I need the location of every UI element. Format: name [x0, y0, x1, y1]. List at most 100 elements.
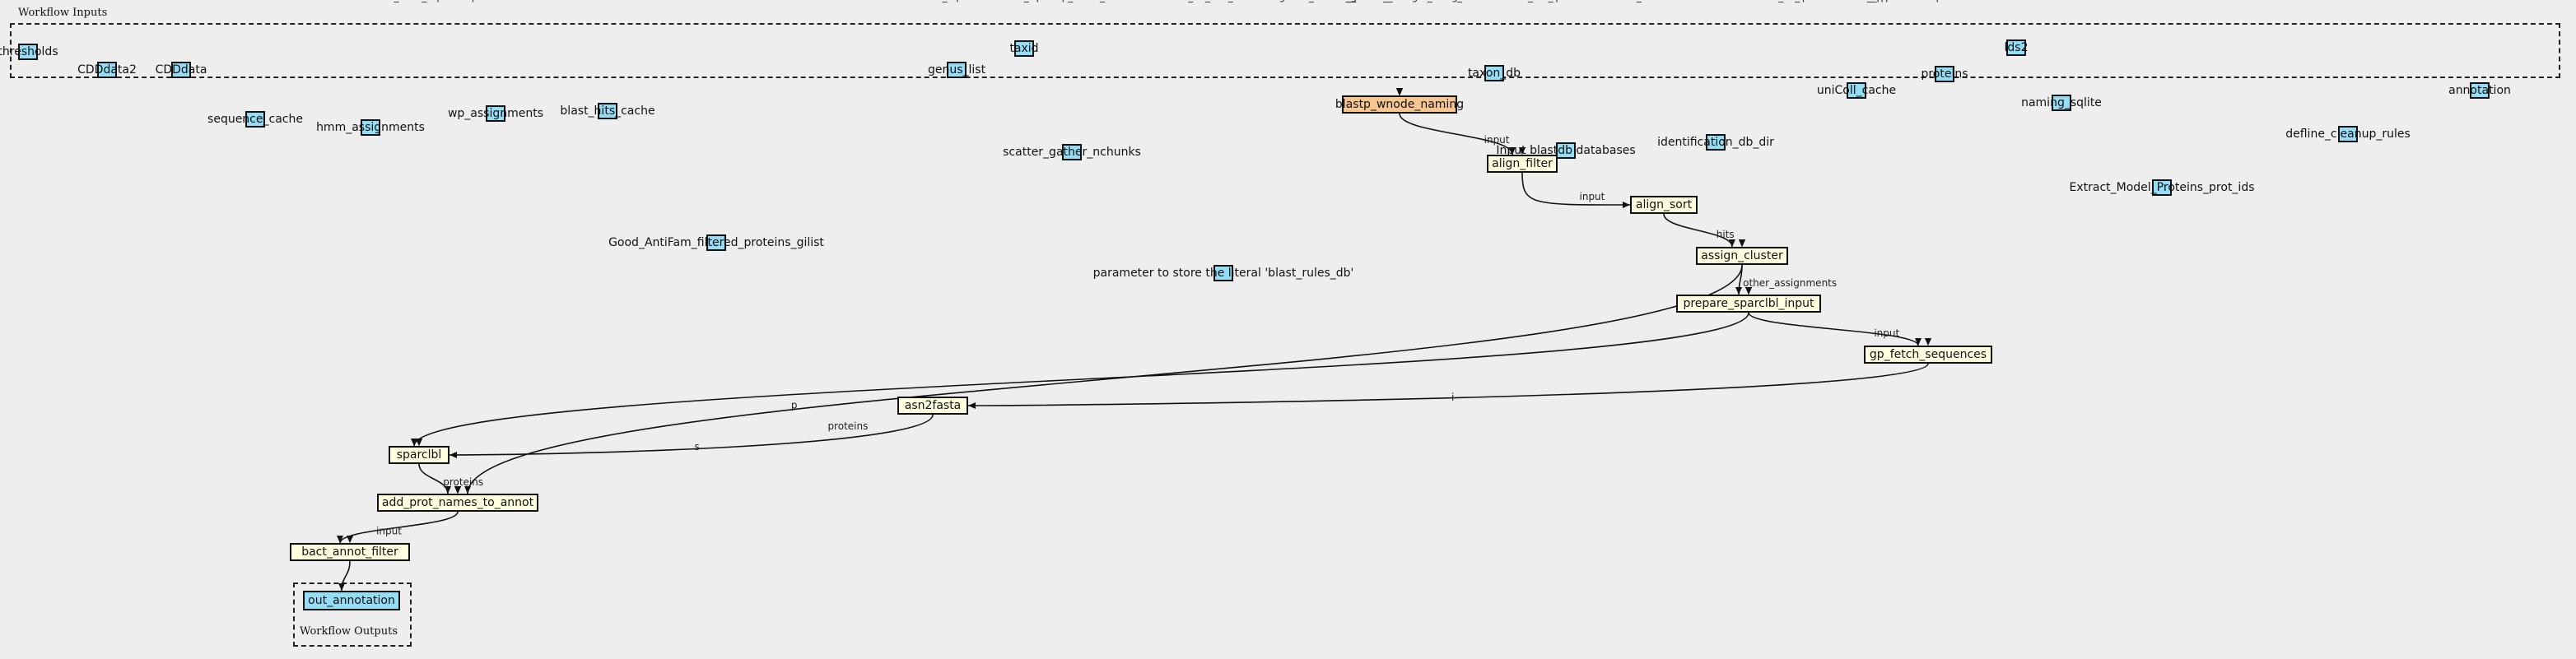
- edge-gp-fetch-sequences-to-asn2fasta: [967, 363, 1929, 406]
- edge-label: taxon_db: [1429, 0, 1474, 2]
- edge-label: blastdb_dir: [1492, 0, 1546, 2]
- edge-arrowhead: [450, 452, 457, 458]
- edge-label: asn_cache: [1329, 0, 1381, 2]
- node-hmm-assignments: hmm_assignments: [316, 119, 425, 136]
- edge-label: defline_cleanup_rules: [990, 0, 1097, 2]
- edge-label: proteins: [443, 476, 483, 488]
- edge-label: asn_cache: [1083, 0, 1134, 2]
- edge-prepare-sparclbl-input-to-gp-fetch-sequences: [1748, 312, 1919, 346]
- edge-label: unicoll_sqlite: [1839, 0, 1903, 2]
- edge-arrowhead: [1396, 88, 1403, 95]
- edge-arrowhead: [338, 583, 345, 591]
- edge-label: other_assignments: [1401, 0, 1495, 2]
- edge-arrowhead: [454, 486, 461, 494]
- edge-label: asn_cache: [1777, 0, 1829, 2]
- edge-label: lds2: [1576, 0, 1596, 2]
- edge-prepare-sparclbl-input-to-sparclbl: [413, 312, 1749, 447]
- edge-label: i: [1451, 392, 1454, 403]
- edge-add-prot-names-to-annot-to-bact-annot-filter: [339, 511, 459, 544]
- edge-label: asn_cache: [376, 0, 428, 2]
- edge-label: blast_hits_cache: [1181, 0, 1263, 2]
- edge-label: other_assignments: [1362, 0, 1456, 2]
- edge-align-filter-to-align-sort: [1521, 172, 1631, 206]
- node-defline-cleanup-rules: defline_cleanup_rules: [2285, 126, 2411, 142]
- edge-label: input: [1874, 327, 1899, 339]
- edge-label: proteins: [1555, 0, 1595, 2]
- edge-assign-cluster-to-add-prot-names-to-annot: [467, 264, 1743, 494]
- node-gp-fetch-sequences: gp_fetch_sequences: [1864, 346, 1992, 364]
- workflow-inputs-label: Workflow Inputs: [18, 7, 108, 19]
- edge-label: thr: [263, 0, 277, 2]
- node-blast-hits-cache: blast_hits_cache: [560, 103, 655, 119]
- node-cdddata: CDDdata: [155, 62, 207, 78]
- edge-label: asn_cache: [1171, 0, 1223, 2]
- node-align-filter: align_filter: [1487, 155, 1558, 173]
- workflow-inputs-cluster: [10, 23, 2560, 78]
- node-blastp-wnode-naming: blastp_wnode_naming: [1335, 95, 1464, 114]
- node-parameter-to-store-the-literal-blast-rules-db: parameter to store the literal 'blast_ru…: [1092, 265, 1354, 281]
- edge-asn2fasta-to-sparclbl: [449, 414, 934, 456]
- edge-arrowhead: [337, 536, 343, 543]
- workflow-outputs-label: Workflow Outputs: [300, 625, 398, 638]
- edge-arrowhead: [1729, 239, 1735, 247]
- node-bact-annot-filter: bact_annot_filter: [290, 543, 410, 561]
- node-align-sort: align_sort: [1630, 196, 1698, 214]
- node-identification-db-dir: identification_db_dir: [1657, 134, 1774, 151]
- edge-arrowhead: [347, 536, 353, 543]
- edge-label: ids: [1212, 0, 1226, 2]
- edge-arrowhead: [968, 402, 976, 409]
- edge-label: asn_cache: [1530, 0, 1582, 2]
- node-extract-model-proteins-prot-ids: Extract_Model_Proteins_prot_ids: [2069, 179, 2255, 196]
- node-wp-assignments: wp_assignments: [447, 105, 544, 122]
- edge-arrowhead: [1739, 239, 1745, 247]
- edge-label: taxid: [1297, 0, 1322, 2]
- node-out-annotation: out_annotation: [303, 591, 400, 610]
- edge-arrowhead: [1925, 338, 1931, 346]
- edge-label: p: [791, 400, 798, 411]
- edge-label: other_assignments: [1743, 277, 1837, 289]
- edge-label: unicoll_sqlite: [1835, 0, 1899, 2]
- edge-label: unicoll_sqlite: [910, 0, 974, 2]
- edge-label: input: [1868, 0, 1894, 2]
- node-add-prot-names-to-annot: add_prot_names_to_annot: [377, 494, 538, 512]
- node-sequence-cache: sequence_cache: [207, 111, 303, 128]
- node-lds2: lds2: [2004, 39, 2029, 56]
- edge-label: input: [1580, 191, 1605, 202]
- edge-arrowhead: [464, 486, 471, 494]
- node-proteins: proteins: [1921, 66, 1968, 82]
- node-assign-cluster: assign_cluster: [1696, 247, 1788, 265]
- edge-label: proteins: [472, 0, 512, 2]
- edge-label: input: [1027, 0, 1053, 2]
- edge-blastp-wnode-naming-to-align-filter: [1399, 113, 1513, 155]
- node-input-blastdb-databases: Input blastdb databases: [1496, 142, 1636, 159]
- edge-arrowhead: [1915, 338, 1922, 346]
- edge-label: proteins: [827, 420, 868, 432]
- node-sparclbl: sparclbl: [389, 446, 450, 464]
- edge-label: b: [356, 0, 362, 2]
- edge-arrowhead: [445, 486, 451, 494]
- edge-label: asn_cache: [1334, 0, 1386, 2]
- edge-arrowhead: [1735, 287, 1742, 295]
- edge-label: namedb_dir: [1738, 0, 1796, 2]
- node-taxid: taxid: [1009, 40, 1039, 57]
- node-taxon-db: taxon_db: [1467, 65, 1521, 81]
- edge-label: proteins: [1936, 0, 1977, 2]
- edge-arrowhead: [1509, 147, 1516, 155]
- edge-label: genus_list: [1279, 0, 1328, 2]
- node-good-antifam-filtered-proteins-gilist: Good_AntiFam_filtered_proteins_gilist: [608, 234, 824, 251]
- edge-label: blastdb: [1353, 0, 1390, 2]
- workflow-outputs-cluster: [293, 582, 412, 647]
- edge-label: scatter_gather_nchunks: [1311, 0, 1430, 2]
- edge-arrowhead: [416, 439, 422, 446]
- edge-arrowhead: [1745, 287, 1752, 295]
- edge-label: proteins: [1802, 0, 1842, 2]
- edge-arrowhead: [411, 439, 417, 446]
- node-cdddata2: CDDdata2: [77, 62, 137, 78]
- edge-label: asn_cache: [1619, 0, 1671, 2]
- edge-label: lds2: [1956, 0, 1977, 2]
- edge-label: input: [376, 525, 402, 536]
- edge-arrowhead: [1519, 147, 1526, 155]
- node-genus-list: genus_list: [927, 62, 986, 78]
